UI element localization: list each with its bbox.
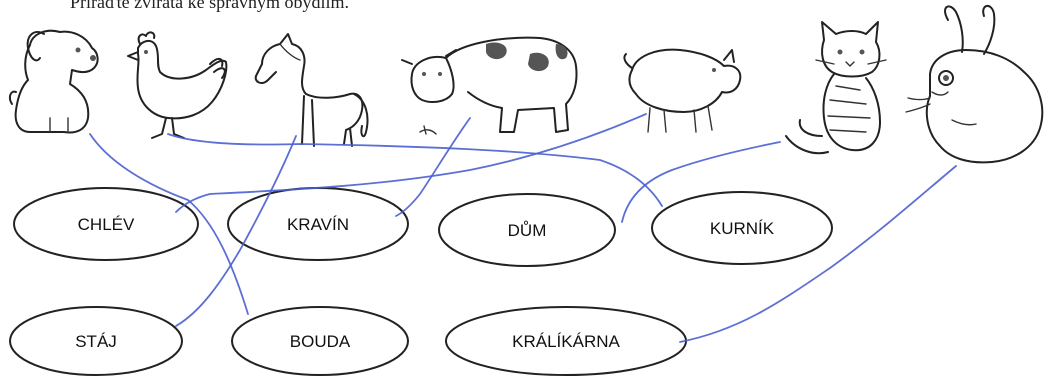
hen-icon[interactable] [127,31,228,139]
home-dum[interactable]: DŮM [438,193,616,267]
dog-icon[interactable] [8,29,99,134]
rabbit-icon[interactable] [905,5,1044,164]
line-horse-staj [175,135,297,327]
line-dog-bouda [89,133,249,315]
home-bouda[interactable]: BOUDA [231,306,409,376]
instruction-text: Přiřaďte zvířata ke správným obydlím. [70,0,350,12]
line-hen-kurnik [167,133,663,207]
pig-icon[interactable] [623,48,742,133]
answer-lines [89,113,957,343]
home-staj-label: STÁJ [75,332,117,351]
horse-icon[interactable] [254,33,369,147]
line-pig-chlev [175,113,647,213]
line-rabbit-kralikarna [679,165,957,343]
home-staj[interactable]: STÁJ [9,306,183,376]
home-bouda-label: BOUDA [290,332,351,351]
home-chlev-label: CHLÉV [78,215,135,234]
line-cow-kravin [395,117,471,217]
home-kralikarna-label: KRÁLÍKÁRNA [512,332,620,351]
cat-icon[interactable] [785,21,887,155]
line-cat-dum [621,141,781,223]
home-kravin-label: KRAVÍN [287,215,349,234]
home-kurnik[interactable]: KURNÍK [651,191,833,265]
home-chlev[interactable]: CHLÉV [13,187,199,261]
cow-icon[interactable] [401,36,578,135]
home-kralikarna[interactable]: KRÁLÍKÁRNA [445,306,687,376]
home-dum-label: DŮM [508,221,547,240]
home-kurnik-label: KURNÍK [710,219,775,238]
